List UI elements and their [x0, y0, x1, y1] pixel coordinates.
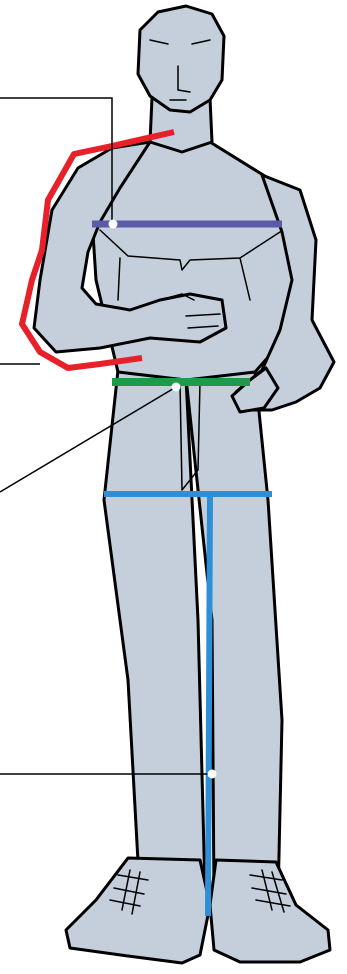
left-shoe — [66, 858, 210, 963]
inseam-marker-dot — [208, 770, 217, 779]
chest-marker-dot — [109, 220, 118, 229]
waist-marker-dot — [172, 383, 181, 392]
head — [138, 6, 224, 112]
inseam-measure-line — [208, 494, 210, 916]
right-shoe — [210, 860, 330, 962]
left-leg — [104, 370, 205, 898]
